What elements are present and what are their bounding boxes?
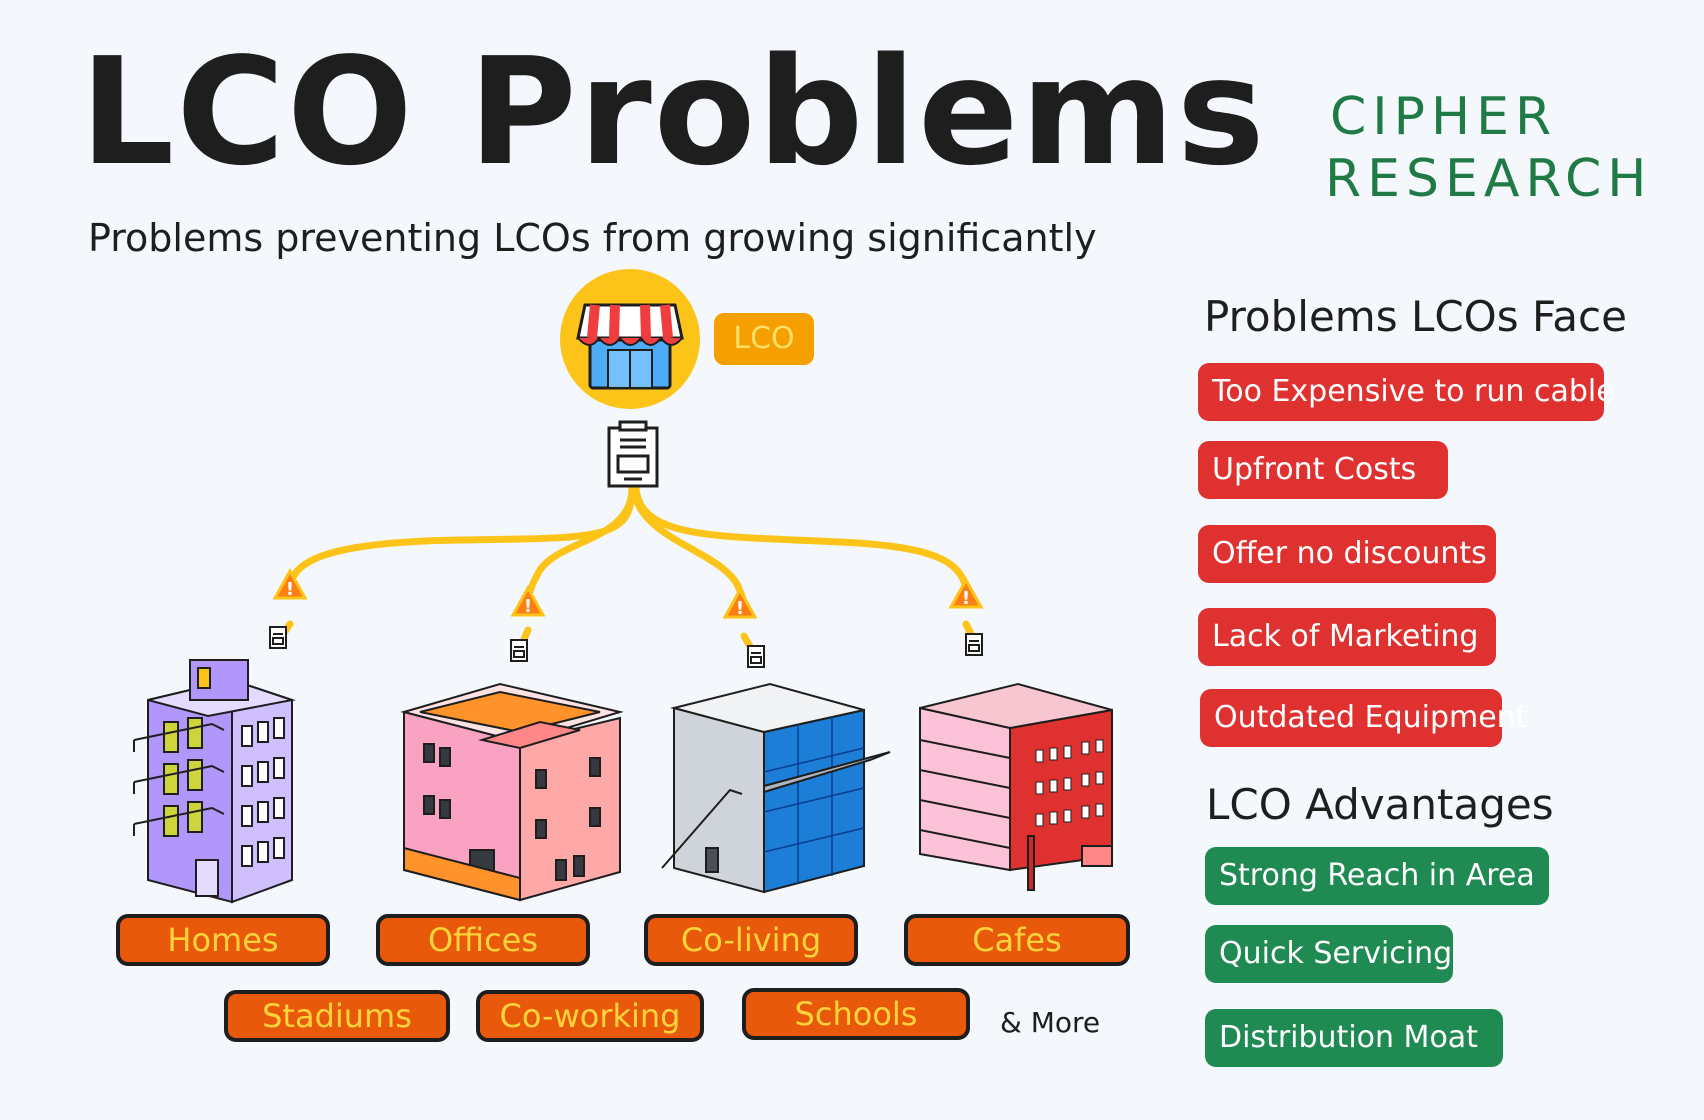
- category-schools: Schools: [742, 988, 970, 1040]
- apartment-building-illustration: [133, 659, 296, 904]
- warning-icon-homes: !: [272, 567, 308, 600]
- coliving-building-illustration: [661, 682, 891, 894]
- warning-icon-offices: !: [510, 584, 546, 617]
- warning-icon-cafes: !: [948, 576, 984, 609]
- router-icon-homes: [269, 626, 287, 649]
- category-homes: Homes: [116, 914, 330, 966]
- brand-logo: CIPHER RESEARCH: [1325, 86, 1652, 210]
- svg-text:!: !: [962, 588, 970, 609]
- svg-text:!: !: [286, 579, 294, 600]
- lco-label: LCO: [714, 313, 814, 365]
- problem-tag: Offer no discounts: [1198, 525, 1496, 583]
- category-offices: Offices: [376, 914, 590, 966]
- page-title: LCO Problems: [80, 26, 1267, 198]
- advantage-tag: Quick Servicing: [1205, 925, 1453, 983]
- category-cafes: Cafes: [904, 914, 1130, 966]
- router-icon-cafes: [965, 633, 983, 656]
- more-categories-label: & More: [1000, 1006, 1101, 1039]
- problem-tag: Lack of Marketing: [1198, 608, 1496, 666]
- brand-line-2: RESEARCH: [1325, 149, 1653, 209]
- cafe-building-illustration: [919, 682, 1113, 891]
- router-icon-offices: [510, 639, 528, 662]
- category-coliving: Co-living: [644, 914, 858, 966]
- problem-tag: Upfront Costs: [1198, 441, 1448, 499]
- office-building-illustration: [400, 682, 624, 902]
- advantages-section-title: LCO Advantages: [1206, 780, 1554, 829]
- router-icon: [607, 420, 659, 488]
- problem-tag: Too Expensive to run cable: [1198, 363, 1615, 421]
- link-coliving: [630, 486, 748, 612]
- warning-icon-coliving: !: [722, 586, 758, 619]
- storefront-icon: [560, 269, 700, 409]
- page-subtitle: Problems preventing LCOs from growing si…: [88, 216, 1097, 260]
- router-icon-coliving: [747, 645, 765, 668]
- advantage-tag: Distribution Moat: [1205, 1009, 1503, 1067]
- brand-line-1: CIPHER: [1330, 87, 1558, 147]
- problems-section-title: Problems LCOs Face: [1204, 292, 1627, 341]
- problem-tag: Outdated Equipment: [1200, 689, 1527, 747]
- svg-text:!: !: [736, 598, 744, 619]
- link-homes: [286, 484, 636, 592]
- link-offices: [524, 486, 636, 610]
- advantage-tag: Strong Reach in Area: [1205, 847, 1549, 905]
- category-stadiums: Stadiums: [224, 990, 450, 1042]
- link-cafes: [632, 484, 970, 592]
- svg-text:!: !: [524, 596, 532, 617]
- category-coworking: Co-working: [476, 990, 704, 1042]
